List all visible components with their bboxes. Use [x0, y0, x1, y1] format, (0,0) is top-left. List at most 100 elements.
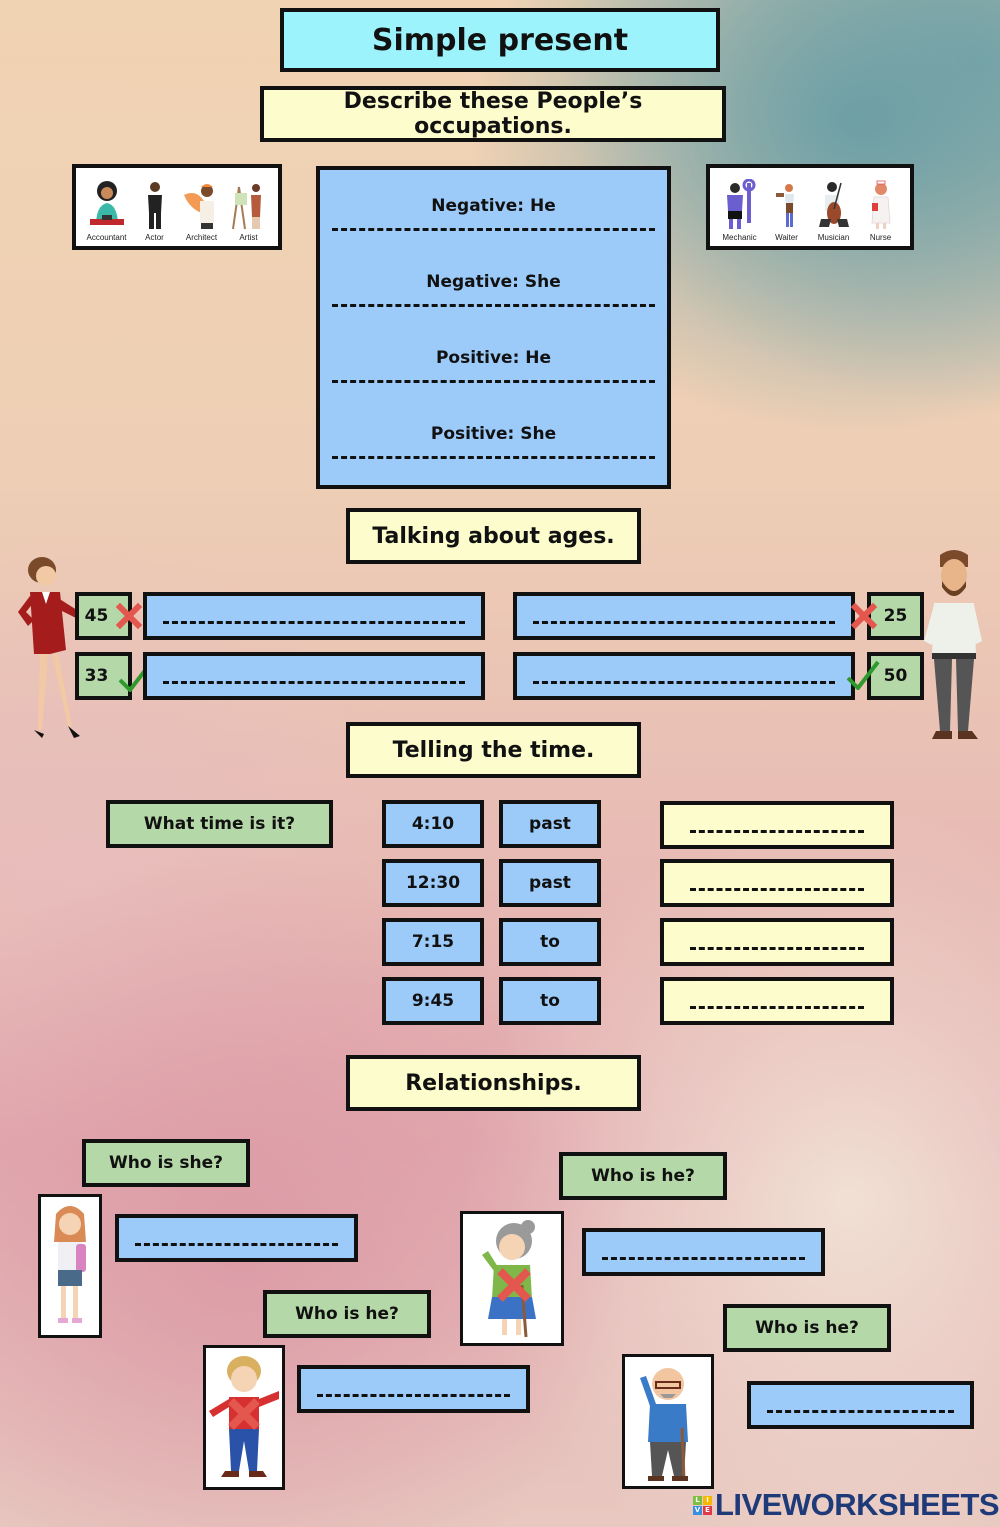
- page-title: Simple present: [280, 8, 720, 72]
- actor-icon: [147, 182, 162, 229]
- mechanic-icon: [726, 179, 755, 229]
- relationship-answer-girl[interactable]: [115, 1214, 358, 1262]
- prompt-label: Negative: She: [426, 272, 561, 293]
- answer-blank-negative-he[interactable]: [332, 228, 655, 232]
- nurse-icon: [871, 180, 890, 229]
- figure-accountant: Accountant: [86, 179, 127, 242]
- caption-musician: Musician: [817, 233, 850, 242]
- figure-actor: Actor: [136, 179, 174, 242]
- figure-mechanic: Mechanic: [721, 179, 759, 242]
- time-text: 4:10: [411, 814, 455, 834]
- relationship-answer-grandmother[interactable]: [582, 1228, 825, 1276]
- age-value: 45: [84, 606, 109, 626]
- prompt-positive-he: Positive: He: [332, 348, 655, 383]
- time-word-4: to: [499, 977, 601, 1025]
- wrong-x-icon: [851, 603, 877, 629]
- time-text: 7:15: [411, 932, 455, 952]
- time-answer-3[interactable]: [660, 918, 894, 966]
- accountant-icon: [89, 181, 124, 225]
- time-heading: Telling the time.: [346, 722, 641, 778]
- time-word-2: past: [499, 859, 601, 907]
- question-text: Who is she?: [109, 1153, 223, 1173]
- time-heading-text: Telling the time.: [392, 737, 595, 763]
- prompt-negative-he: Negative: He: [332, 196, 655, 232]
- age-box-woman-2: 33: [75, 652, 132, 700]
- age-value: 25: [883, 606, 908, 626]
- time-word-1: past: [499, 800, 601, 848]
- boy-icon: [209, 1355, 279, 1477]
- age-answer-woman-2[interactable]: [143, 652, 485, 700]
- figure-musician: Musician: [815, 179, 853, 242]
- figure-architect: Architect: [182, 179, 220, 242]
- time-word-text: to: [540, 932, 560, 952]
- man-figure: [924, 550, 982, 739]
- caption-nurse: Nurse: [869, 233, 892, 242]
- question-text: Who is he?: [295, 1304, 399, 1324]
- prompt-label: Negative: He: [431, 196, 556, 217]
- answer-blank[interactable]: [533, 681, 835, 684]
- question-label-boy: Who is he?: [263, 1290, 431, 1338]
- answer-blank[interactable]: [690, 947, 864, 950]
- question-label-grandmother: Who is he?: [559, 1152, 727, 1200]
- logo-text: LIVEWORKSHEETS: [715, 1487, 1000, 1522]
- relationship-answer-boy[interactable]: [297, 1365, 530, 1413]
- time-word-3: to: [499, 918, 601, 966]
- architect-icon: [184, 184, 215, 229]
- answer-blank-negative-she[interactable]: [332, 304, 655, 308]
- time-answer-1[interactable]: [660, 801, 894, 849]
- time-word-text: past: [529, 814, 571, 834]
- figure-artist: Artist: [229, 179, 267, 242]
- grandmother-icon: [482, 1219, 536, 1337]
- caption-waiter: Waiter: [775, 233, 798, 242]
- time-question-text: What time is it?: [143, 814, 296, 834]
- wrong-x-icon: [228, 1397, 260, 1430]
- answer-blank[interactable]: [690, 830, 864, 833]
- age-answer-man-2[interactable]: [513, 652, 855, 700]
- time-value-2: 12:30: [382, 859, 484, 907]
- occupation-answer-panel: Negative: He Negative: She Positive: He …: [316, 166, 671, 489]
- time-answer-2[interactable]: [660, 859, 894, 907]
- time-value-1: 4:10: [382, 800, 484, 848]
- time-question-label: What time is it?: [106, 800, 333, 848]
- occupations-heading: Describe these People’s occupations.: [260, 86, 726, 142]
- caption-architect: Architect: [185, 233, 218, 242]
- logo-tile: L: [693, 1495, 702, 1505]
- grandmother-picture: [460, 1211, 564, 1346]
- grandfather-picture: [622, 1354, 714, 1489]
- age-box-man-2: 50: [867, 652, 924, 700]
- woman-figure: [18, 557, 80, 738]
- figure-nurse: Nurse: [862, 179, 900, 242]
- caption-artist: Artist: [239, 233, 258, 242]
- musician-icon: [818, 182, 849, 227]
- age-answer-man-1[interactable]: [513, 592, 855, 640]
- answer-blank-positive-she[interactable]: [332, 455, 655, 459]
- age-value: 33: [84, 666, 109, 686]
- logo-tiles-icon: L I V E: [693, 1495, 712, 1515]
- answer-blank-positive-he[interactable]: [332, 379, 655, 383]
- logo-tile: E: [703, 1505, 712, 1515]
- relationship-answer-grandfather[interactable]: [747, 1381, 974, 1429]
- age-box-man-1: 25: [867, 592, 924, 640]
- time-answer-4[interactable]: [660, 977, 894, 1025]
- caption-mechanic: Mechanic: [722, 233, 757, 242]
- answer-blank[interactable]: [533, 621, 835, 624]
- answer-blank[interactable]: [317, 1394, 510, 1397]
- time-word-text: past: [529, 873, 571, 893]
- prompt-negative-she: Negative: She: [332, 272, 655, 308]
- answer-blank[interactable]: [163, 681, 465, 684]
- question-label-girl: Who is she?: [82, 1139, 250, 1187]
- age-answer-woman-1[interactable]: [143, 592, 485, 640]
- answer-blank[interactable]: [602, 1257, 805, 1260]
- answer-blank[interactable]: [690, 1006, 864, 1009]
- answer-blank[interactable]: [767, 1410, 954, 1413]
- age-value: 50: [883, 666, 908, 686]
- occupation-image-strip-left: Accountant Actor Architect Artist: [72, 164, 282, 250]
- answer-blank[interactable]: [135, 1243, 338, 1246]
- age-box-woman-1: 45: [75, 592, 132, 640]
- answer-blank[interactable]: [690, 888, 864, 891]
- boy-picture: [203, 1345, 285, 1490]
- answer-blank[interactable]: [163, 621, 465, 624]
- wrong-x-icon: [497, 1267, 531, 1302]
- question-text: Who is he?: [755, 1318, 859, 1338]
- figure-waiter: Waiter: [768, 179, 806, 242]
